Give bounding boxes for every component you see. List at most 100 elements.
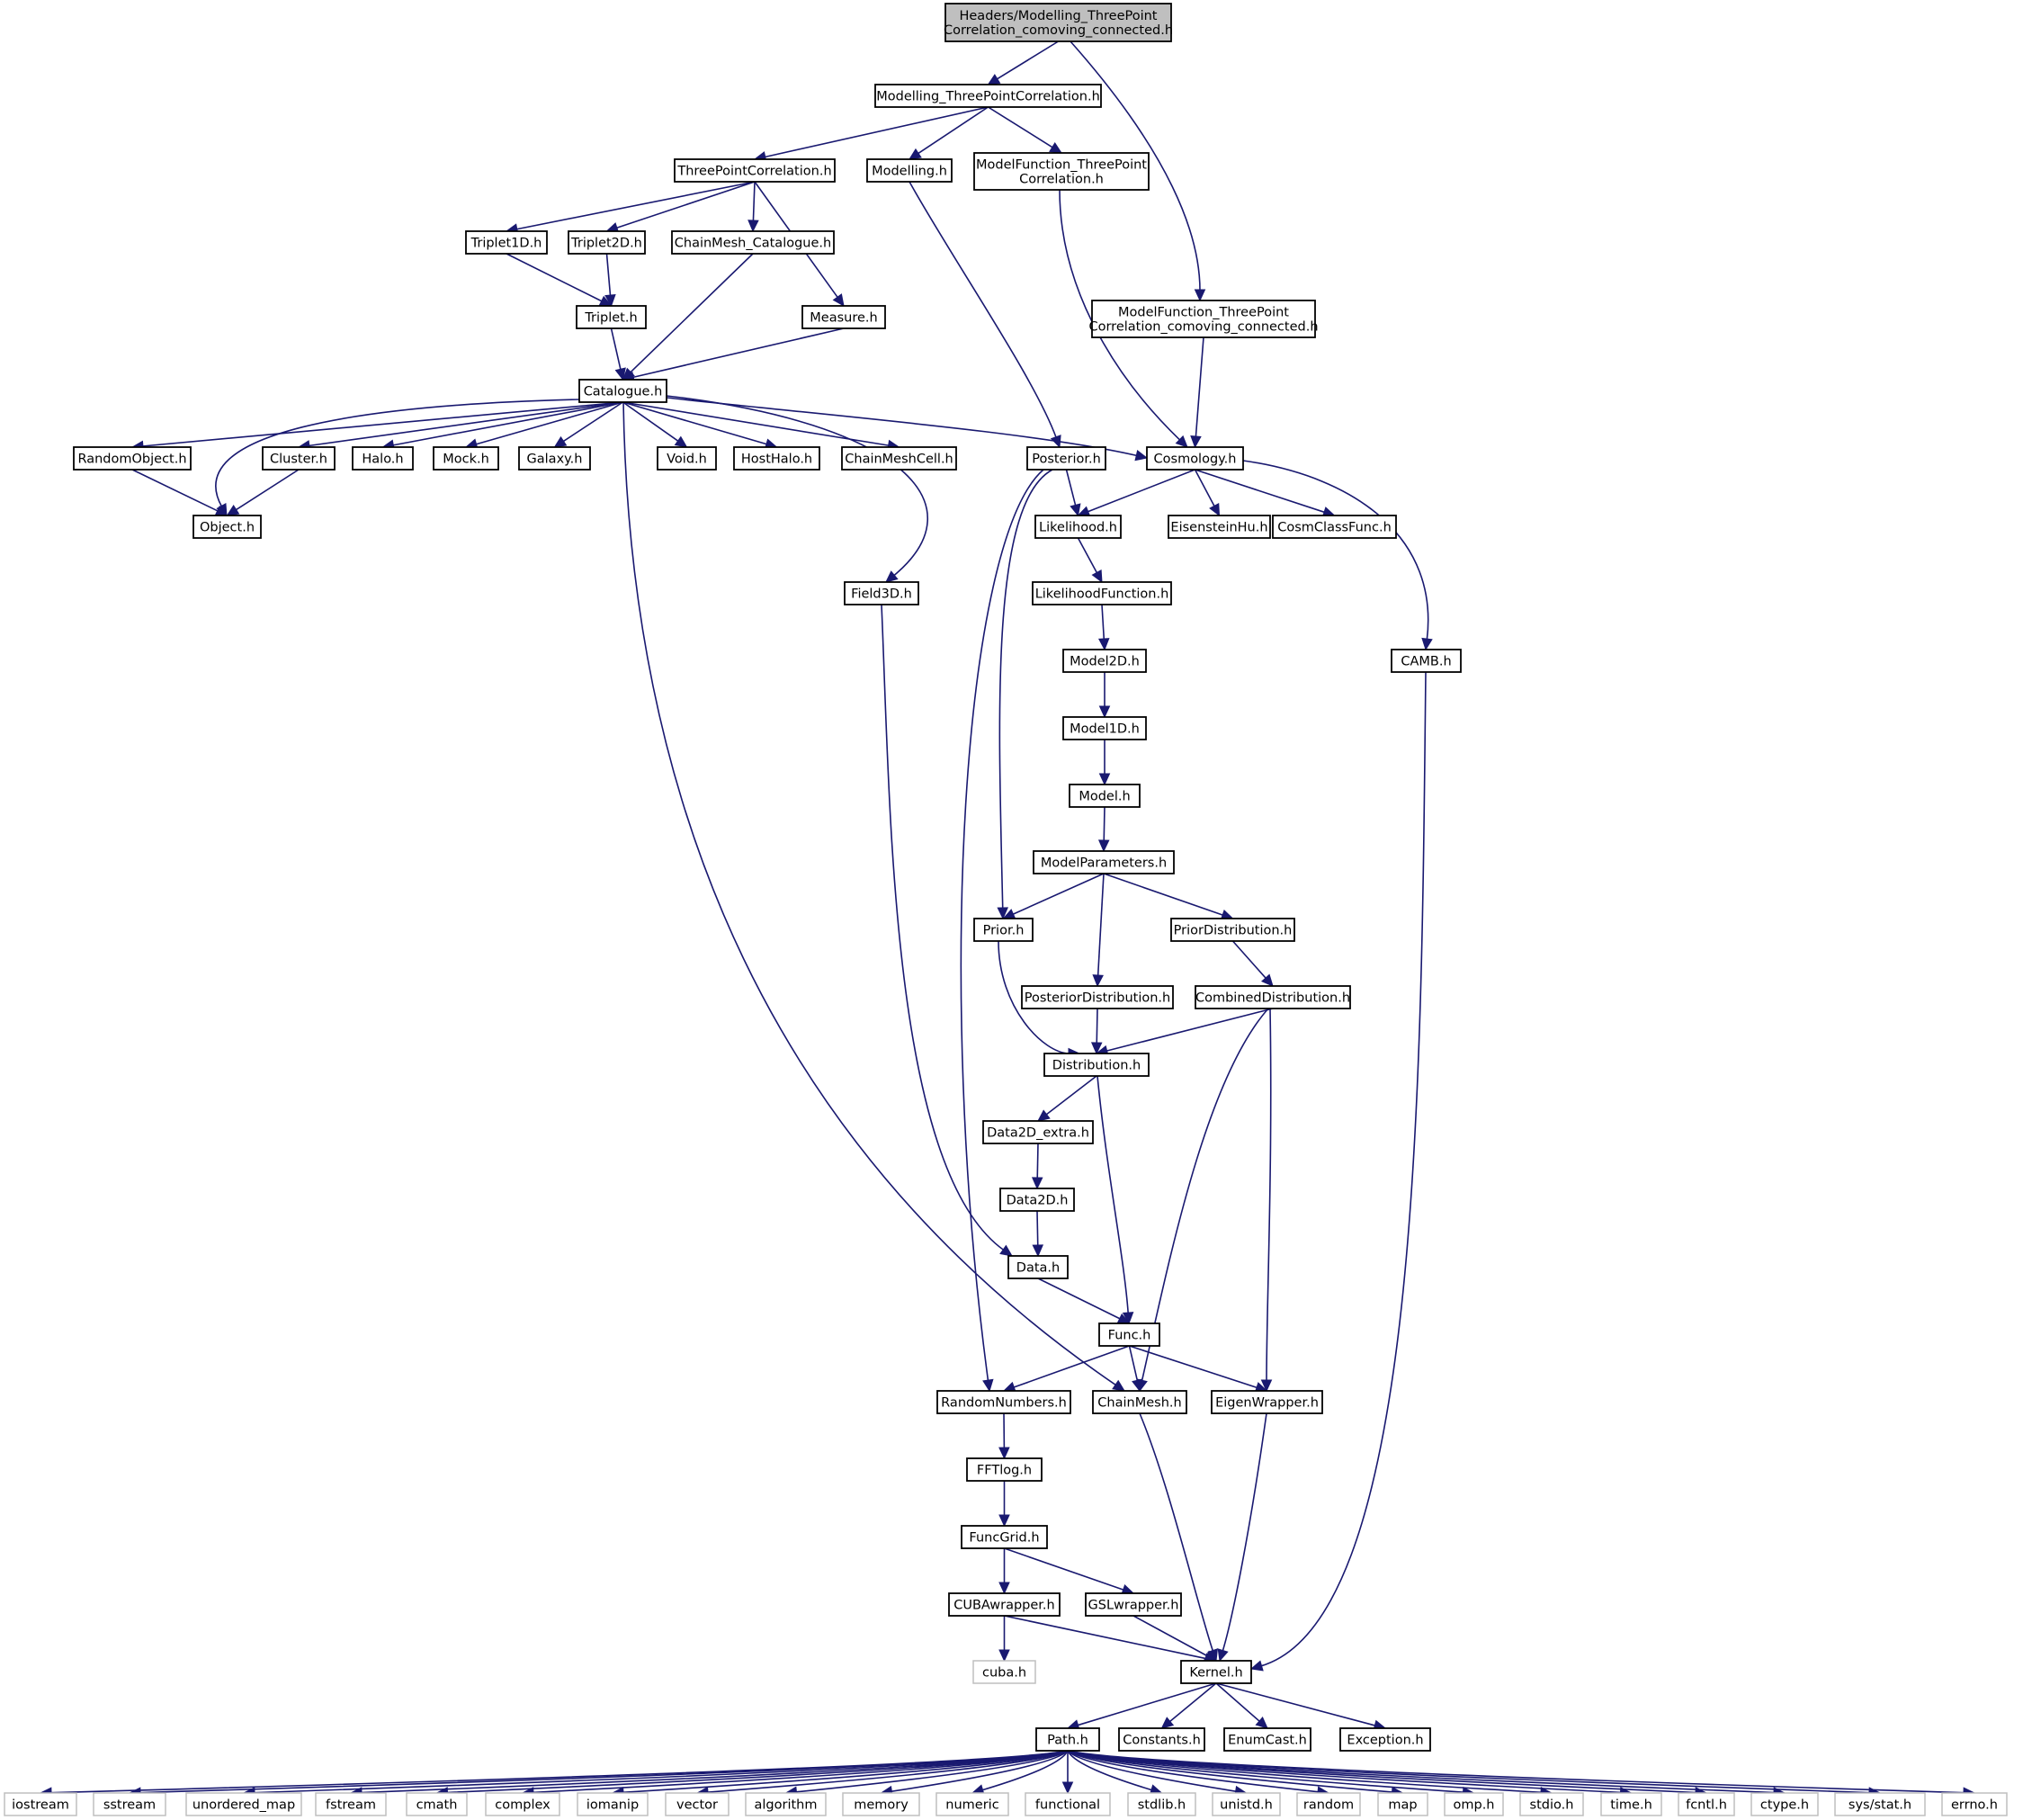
node-halo[interactable]: Halo.h <box>352 446 414 471</box>
node-func[interactable]: Func.h <box>1098 1322 1160 1347</box>
node-model[interactable]: Model.h <box>1069 784 1141 808</box>
node-mf3pcc[interactable]: ModelFunction_ThreePointCorrelation_como… <box>1088 300 1319 338</box>
node-label: Distribution.h <box>1052 1059 1141 1073</box>
node-label: fcntl.h <box>1686 1798 1727 1813</box>
node-measure[interactable]: Measure.h <box>801 305 886 329</box>
node-cosmclassfunc[interactable]: CosmClassFunc.h <box>1272 515 1397 539</box>
edge-modelparameters-to-priordistribution <box>1103 873 1234 920</box>
arrowhead-icon <box>1037 1109 1051 1122</box>
node-label: Data2D.h <box>1007 1194 1069 1208</box>
node-cosmology[interactable]: Cosmology.h <box>1146 446 1244 471</box>
node-randomobject[interactable]: RandomObject.h <box>73 446 192 471</box>
node-fftlog[interactable]: FFTlog.h <box>966 1457 1043 1482</box>
node-box <box>73 446 192 471</box>
node-mf3pc[interactable]: ModelFunction_ThreePointCorrelation.h <box>973 152 1150 191</box>
node-camb[interactable]: CAMB.h <box>1391 649 1462 673</box>
node-funcgrid[interactable]: FuncGrid.h <box>961 1525 1048 1549</box>
node-field3d[interactable]: Field3D.h <box>844 581 919 605</box>
node-data2d[interactable]: Data2D.h <box>999 1188 1075 1212</box>
node-eigenwrapper[interactable]: EigenWrapper.h <box>1211 1390 1323 1414</box>
node-galaxy[interactable]: Galaxy.h <box>518 446 591 471</box>
arrowhead-icon <box>1190 435 1202 449</box>
node-label: ModelFunction_ThreePoint <box>1118 306 1289 320</box>
node-hosthalo[interactable]: HostHalo.h <box>733 446 820 471</box>
node-prior[interactable]: Prior.h <box>973 918 1034 942</box>
edge-line <box>1013 1345 1130 1389</box>
node-eisensteinhu[interactable]: EisensteinHu.h <box>1168 515 1271 539</box>
node-fstream: fstream <box>315 1792 387 1816</box>
node-gslwrapper[interactable]: GSLwrapper.h <box>1085 1592 1182 1617</box>
node-cluster[interactable]: Cluster.h <box>262 446 336 471</box>
node-modelparameters[interactable]: ModelParameters.h <box>1033 850 1175 874</box>
node-label: iomanip <box>586 1798 639 1813</box>
node-root[interactable]: Headers/Modelling_ThreePointCorrelation_… <box>944 3 1173 42</box>
edge-measure-to-catalogue <box>622 327 845 383</box>
arrowhead-icon <box>1090 1042 1103 1055</box>
arrowhead-icon <box>1207 1648 1219 1663</box>
arrowhead-icon <box>1217 1648 1229 1663</box>
node-label: algorithm <box>755 1798 818 1813</box>
edge-randomnumbers-to-fftlog <box>998 1412 1010 1460</box>
node-box <box>4 1792 77 1816</box>
node-posteriordistribution[interactable]: PosteriorDistribution.h <box>1021 985 1174 1009</box>
edge-line <box>909 181 1057 438</box>
edge-data2d-to-data <box>1032 1210 1044 1258</box>
node-model1d[interactable]: Model1D.h <box>1062 716 1147 740</box>
node-constants[interactable]: Constants.h <box>1118 1727 1205 1752</box>
node-label: fstream <box>326 1798 376 1813</box>
node-label: Constants.h <box>1123 1734 1201 1748</box>
node-enumcast[interactable]: EnumCast.h <box>1223 1727 1311 1752</box>
edge-tpc-to-chainmeshcat <box>747 181 759 233</box>
node-label: numeric <box>945 1798 998 1813</box>
node-label: Halo.h <box>362 453 403 467</box>
node-chainmeshcell[interactable]: ChainMeshCell.h <box>841 446 957 471</box>
node-box <box>1678 1792 1735 1816</box>
node-cubawrapper[interactable]: CUBAwrapper.h <box>948 1592 1061 1617</box>
node-likelihood[interactable]: Likelihood.h <box>1034 515 1122 539</box>
edge-data-to-func <box>1037 1278 1131 1324</box>
node-triplet[interactable]: Triplet.h <box>576 305 647 329</box>
node-triplet1d[interactable]: Triplet1D.h <box>465 230 548 255</box>
node-mock[interactable]: Mock.h <box>433 446 499 471</box>
node-priordistribution[interactable]: PriorDistribution.h <box>1170 918 1295 942</box>
node-randomnumbers[interactable]: RandomNumbers.h <box>936 1390 1071 1414</box>
node-posterior[interactable]: Posterior.h <box>1026 446 1106 471</box>
node-label: Triplet2D.h <box>570 237 642 251</box>
edge-line <box>1101 604 1105 641</box>
node-box <box>465 230 548 255</box>
node-object[interactable]: Object.h <box>192 515 262 539</box>
node-m3pc[interactable]: Modelling_ThreePointCorrelation.h <box>874 84 1102 108</box>
node-triplet2d[interactable]: Triplet2D.h <box>568 230 646 255</box>
node-cmath: cmath <box>406 1792 468 1816</box>
node-data[interactable]: Data.h <box>1007 1255 1069 1279</box>
node-kernel[interactable]: Kernel.h <box>1180 1660 1252 1684</box>
node-chainmeshcat[interactable]: ChainMesh_Catalogue.h <box>671 230 835 255</box>
node-chainmesh[interactable]: ChainMesh.h <box>1092 1390 1187 1414</box>
node-path[interactable]: Path.h <box>1035 1727 1100 1752</box>
node-label: Model.h <box>1079 790 1130 804</box>
edge-line <box>235 469 300 511</box>
node-unordered_map: unordered_map <box>185 1792 302 1816</box>
node-catalogue[interactable]: Catalogue.h <box>578 379 667 403</box>
node-likelihoodfunction[interactable]: LikelihoodFunction.h <box>1032 581 1172 605</box>
node-data2dextra[interactable]: Data2D_extra.h <box>982 1120 1094 1144</box>
node-box <box>665 1792 730 1816</box>
node-model2d[interactable]: Model2D.h <box>1062 649 1147 673</box>
node-modelling[interactable]: Modelling.h <box>866 158 953 183</box>
node-label: EigenWrapper.h <box>1215 1396 1319 1411</box>
node-box <box>1377 1792 1428 1816</box>
node-box <box>801 305 886 329</box>
node-void[interactable]: Void.h <box>657 446 717 471</box>
edge-model-to-modelparameters <box>1097 806 1110 853</box>
node-sstream: sstream <box>93 1792 166 1816</box>
node-distribution[interactable]: Distribution.h <box>1043 1053 1150 1077</box>
node-label: Correlation_comoving_connected.h <box>944 23 1173 38</box>
edge-posteriordistribution-to-distribution <box>1090 1008 1103 1055</box>
node-tpc[interactable]: ThreePointCorrelation.h <box>674 158 836 183</box>
edge-line <box>1103 806 1105 842</box>
node-exception[interactable]: Exception.h <box>1339 1727 1431 1752</box>
node-box <box>1834 1792 1926 1816</box>
node-combineddistribution[interactable]: CombinedDistribution.h <box>1195 985 1351 1009</box>
edge-line <box>622 401 679 443</box>
